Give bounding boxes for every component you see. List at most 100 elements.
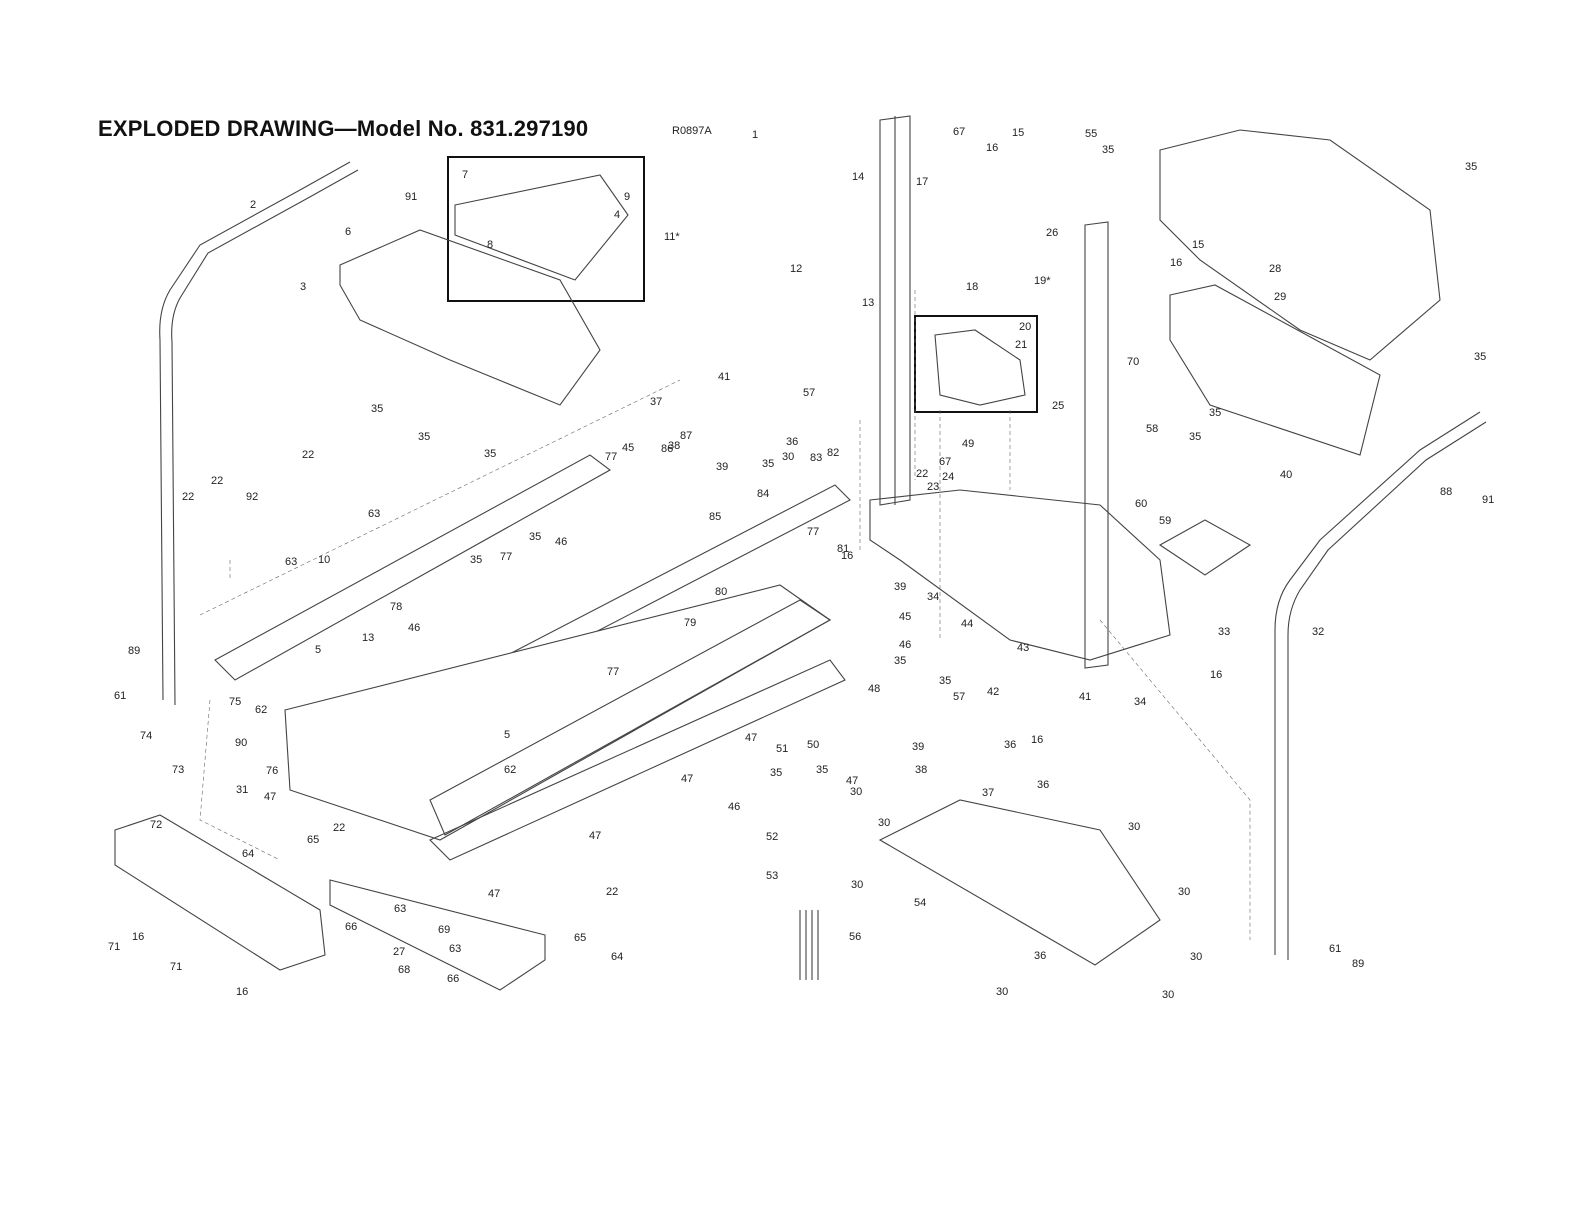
part-label: 49	[962, 438, 974, 450]
part-label: 78	[390, 601, 402, 613]
part-label: 56	[849, 931, 861, 943]
part-label: 37	[982, 787, 994, 799]
base-bar	[114, 814, 326, 971]
part-label: 83	[810, 452, 822, 464]
part-label: 30	[850, 786, 862, 798]
part-label: 5	[315, 644, 321, 656]
part-label: 53	[766, 870, 778, 882]
part-label: 15	[1012, 127, 1024, 139]
part-label: 28	[1269, 263, 1281, 275]
part-label: 62	[504, 764, 516, 776]
part-label: 67	[939, 456, 951, 468]
part-label: 17	[916, 176, 928, 188]
part-label: 71	[170, 961, 182, 973]
part-label: 61	[114, 690, 126, 702]
part-label: 22	[211, 475, 223, 487]
lower-bracket	[329, 879, 546, 991]
part-label: 46	[728, 801, 740, 813]
part-label: 16	[1170, 257, 1182, 269]
part-label: 22	[606, 886, 618, 898]
part-label: 4	[614, 209, 620, 221]
part-label: 30	[996, 986, 1008, 998]
part-label: 72	[150, 819, 162, 831]
part-label: 63	[449, 943, 461, 955]
part-label: 35	[1465, 161, 1477, 173]
part-label: 47	[745, 732, 757, 744]
drawing-title: EXPLODED DRAWING—Model No. 831.297190	[98, 116, 589, 141]
console-overlay	[454, 174, 629, 281]
part-label: 73	[172, 764, 184, 776]
part-label: 47	[681, 773, 693, 785]
part-label: 35	[1189, 431, 1201, 443]
part-label: 30	[878, 817, 890, 829]
part-label: 30	[782, 451, 794, 463]
part-label: 43	[1017, 642, 1029, 654]
part-labels: 12345567891011*1213131415151616161616161…	[108, 126, 1494, 1001]
part-label: 77	[607, 666, 619, 678]
part-label: 66	[345, 921, 357, 933]
part-label: 79	[684, 617, 696, 629]
part-label: 35	[894, 655, 906, 667]
part-label: 44	[961, 618, 973, 630]
part-label: 86	[661, 443, 673, 455]
frame-base	[869, 489, 1171, 661]
part-label: 19*	[1034, 275, 1051, 287]
part-label: 71	[108, 941, 120, 953]
part-label: 15	[1192, 239, 1204, 251]
part-label: 61	[1329, 943, 1341, 955]
part-label: 36	[1037, 779, 1049, 791]
part-label: 35	[371, 403, 383, 415]
part-label: 58	[1146, 423, 1158, 435]
part-label: 35	[762, 458, 774, 470]
part-label: 88	[1440, 486, 1452, 498]
small-plate	[1158, 519, 1252, 576]
part-label: 54	[914, 897, 926, 909]
part-label: 39	[716, 461, 728, 473]
part-label: 75	[229, 696, 241, 708]
part-label: 25	[1052, 400, 1064, 412]
base-plate	[878, 799, 1161, 966]
part-label: 34	[1134, 696, 1146, 708]
part-label: 35	[470, 554, 482, 566]
drawing-code: R0897A	[672, 125, 712, 137]
part-label: 16	[1210, 669, 1222, 681]
console-base	[339, 229, 601, 406]
part-label: 77	[807, 526, 819, 538]
part-label: 29	[1274, 291, 1286, 303]
part-label: 1	[752, 129, 758, 141]
left-handrail	[159, 161, 359, 706]
motor	[934, 329, 1026, 406]
part-label: 57	[953, 691, 965, 703]
part-label: 90	[235, 737, 247, 749]
part-label: 22	[182, 491, 194, 503]
part-label: 40	[1280, 469, 1292, 481]
part-label: 12	[790, 263, 802, 275]
part-label: 35	[1474, 351, 1486, 363]
part-label: 70	[1127, 356, 1139, 368]
part-label: 16	[1031, 734, 1043, 746]
part-label: 21	[1015, 339, 1027, 351]
part-label: 47	[589, 830, 601, 842]
part-label: 11*	[664, 231, 680, 243]
part-label: 82	[827, 447, 839, 459]
part-label: 37	[650, 396, 662, 408]
part-label: 91	[405, 191, 417, 203]
part-label: 14	[852, 171, 864, 183]
lower-frame	[429, 659, 846, 861]
part-label: 63	[285, 556, 297, 568]
part-label: 16	[841, 550, 853, 562]
motor-hood	[1159, 129, 1441, 361]
part-label: 30	[851, 879, 863, 891]
part-label: 30	[1190, 951, 1202, 963]
part-label: 76	[266, 765, 278, 777]
part-label: 13	[862, 297, 874, 309]
part-label: 55	[1085, 128, 1097, 140]
part-label: 47	[488, 888, 500, 900]
left-side-rail	[214, 454, 612, 681]
motor-shield	[1169, 284, 1381, 456]
part-label: 35	[816, 764, 828, 776]
part-label: 20	[1019, 321, 1031, 333]
part-label: 35	[939, 675, 951, 687]
part-label: 41	[718, 371, 730, 383]
